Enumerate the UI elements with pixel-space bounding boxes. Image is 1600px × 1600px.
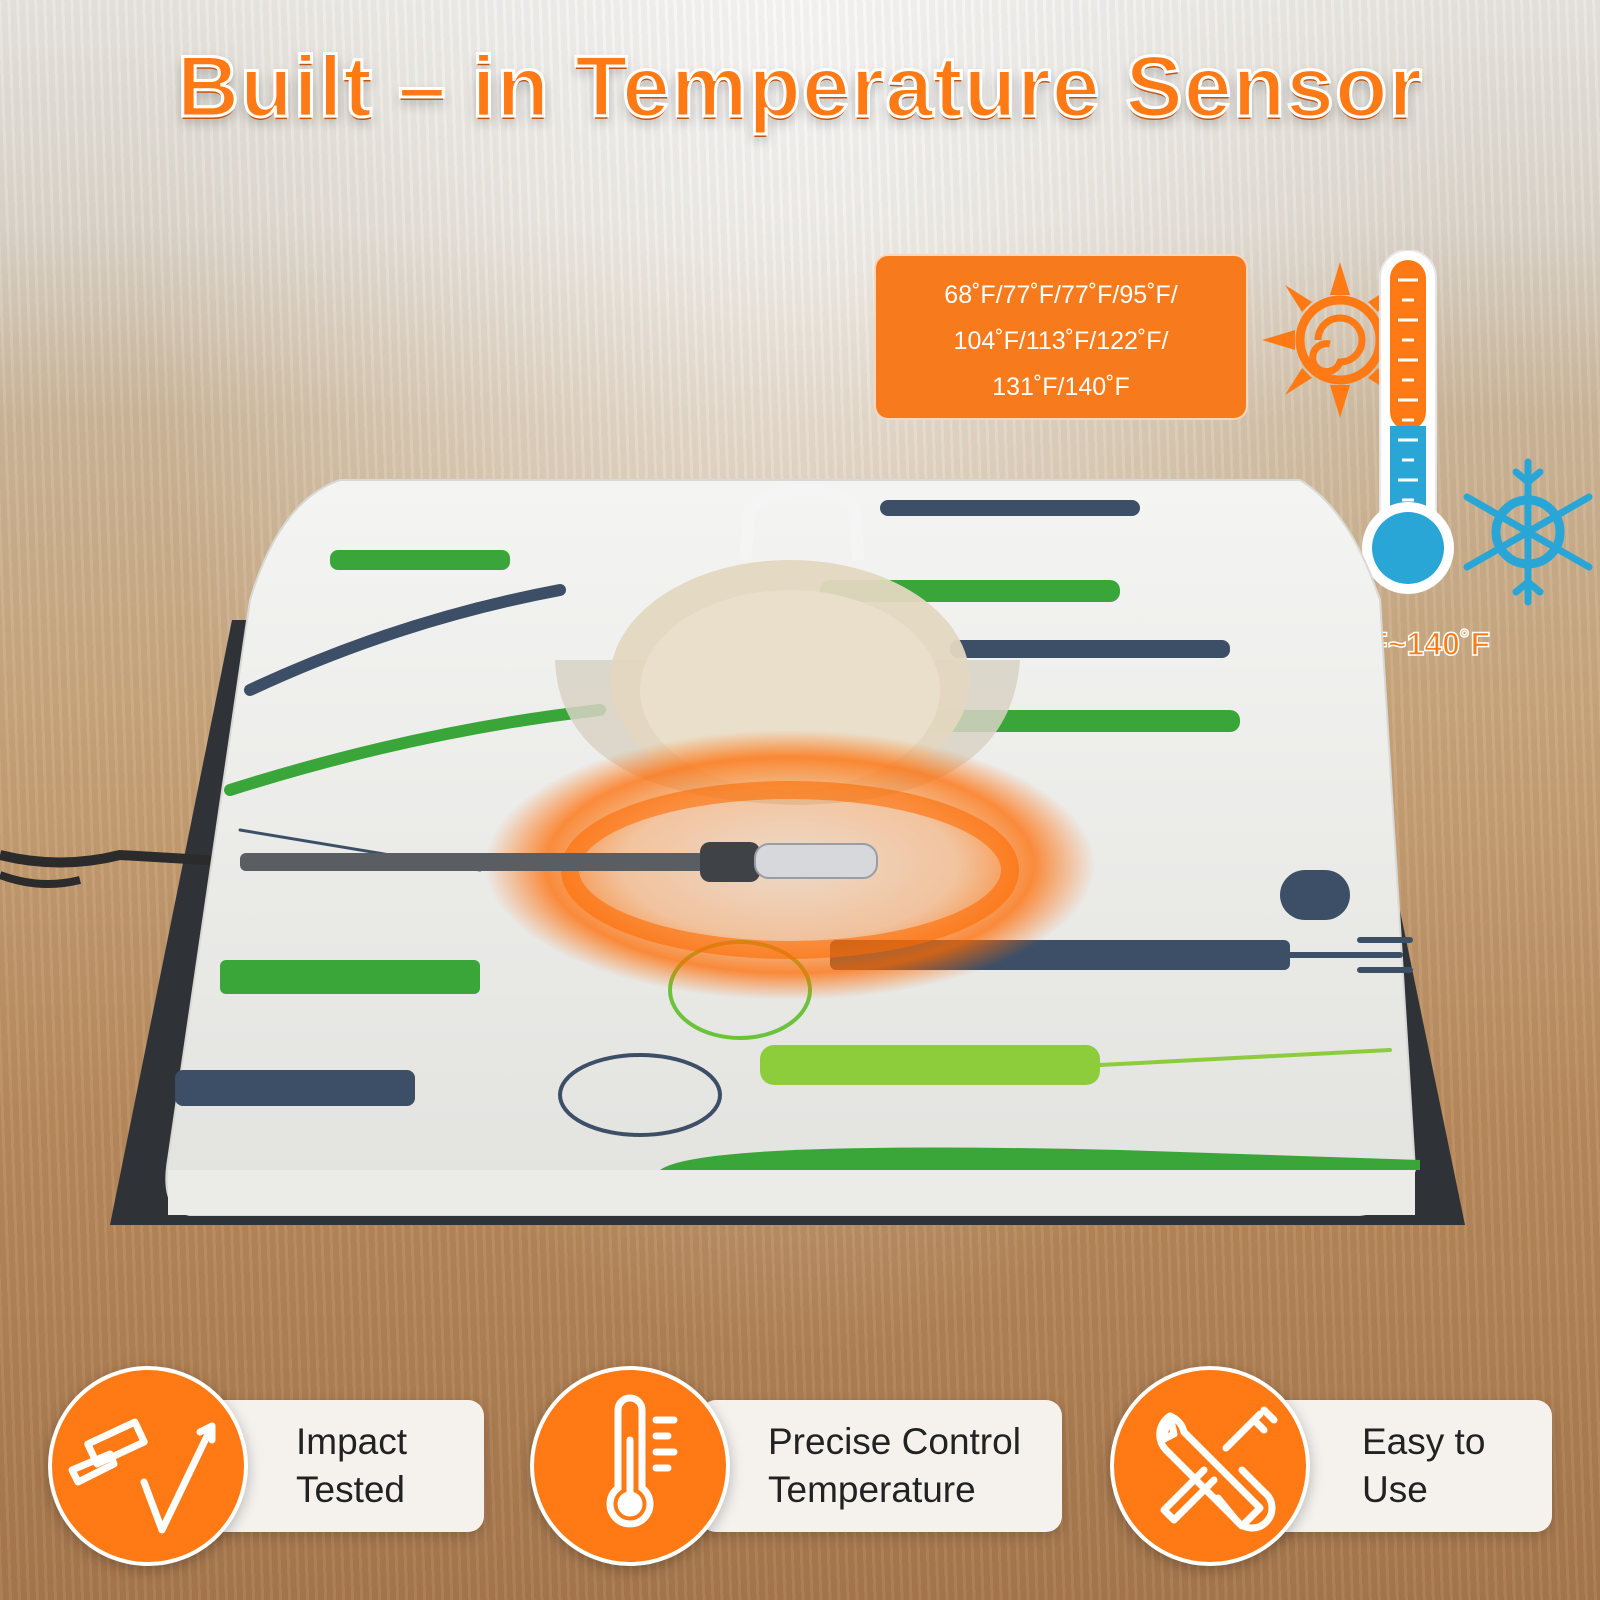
feature-line: Use xyxy=(1362,1469,1428,1510)
feature-text-precise-control: Precise Control Temperature xyxy=(768,1418,1021,1514)
feature-line: Tested xyxy=(296,1469,406,1510)
feature-line: Temperature xyxy=(768,1469,976,1510)
feature-line: Impact xyxy=(296,1421,408,1462)
page-title: Built – in Temperature Sensor xyxy=(175,38,1424,137)
feature-line: Easy to xyxy=(1362,1421,1486,1462)
thermometer-body xyxy=(1362,250,1454,594)
feature-card-precise-control: Precise Control Temperature xyxy=(700,1400,1062,1532)
feature-line: Precise Control xyxy=(768,1421,1021,1462)
power-cord xyxy=(0,849,241,868)
feature-text-easy-to-use: Easy to Use xyxy=(1362,1418,1485,1514)
thermometer-icon xyxy=(606,1394,678,1528)
snowflake-icon xyxy=(1463,458,1593,606)
food-cover-product-illustration xyxy=(0,479,1465,1225)
tools-icon xyxy=(1156,1406,1278,1532)
cover-handle xyxy=(739,483,864,561)
temperature-settings-line: 131˚F/140˚F xyxy=(992,373,1130,401)
temperature-settings-box: 68˚F/77˚F/77˚F/95˚F/ 104˚F/113˚F/122˚F/ … xyxy=(874,254,1248,420)
feature-circle-easy-to-use xyxy=(1110,1366,1310,1566)
feature-circle-impact xyxy=(48,1366,248,1566)
feature-text-impact: Impact Tested xyxy=(296,1418,407,1514)
temperature-settings-line: 104˚F/113˚F/122˚F/ xyxy=(953,327,1169,355)
sun-icon xyxy=(1262,262,1418,418)
feature-circle-precise-control xyxy=(530,1366,730,1566)
temperature-settings-line: 68˚F/77˚F/77˚F/95˚F/ xyxy=(944,281,1178,309)
temperature-probe xyxy=(240,842,878,882)
hammer-check-icon xyxy=(68,1418,216,1534)
hot-cold-thermometer-icon xyxy=(1262,250,1593,606)
